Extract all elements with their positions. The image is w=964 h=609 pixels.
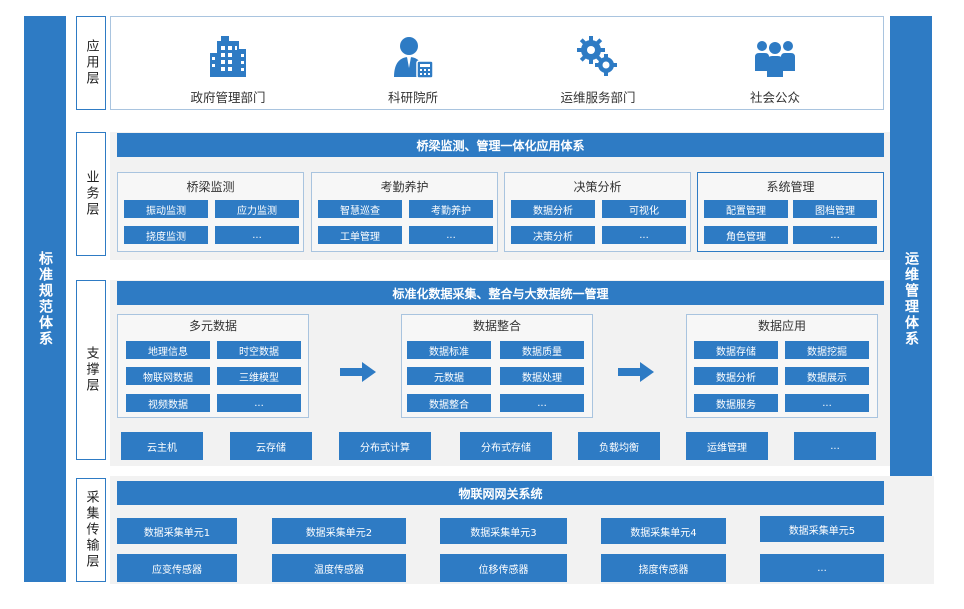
chip-data-processing[interactable]: 数据处理 <box>500 367 584 385</box>
chip-metadata[interactable]: 元数据 <box>407 367 491 385</box>
group-title: 数据应用 <box>757 319 806 333</box>
infra-ops-management[interactable]: 运维管理 <box>686 432 768 460</box>
chip-maintenance[interactable]: 考勤养护 <box>409 200 493 218</box>
group-title: 系统管理 <box>766 180 815 194</box>
chip-more[interactable]: ... <box>793 226 877 244</box>
infra-cloud-host[interactable]: 云主机 <box>121 432 203 460</box>
support-group-integration: 数据整合 数据标准 数据质量 元数据 数据处理 数据整合 ... <box>401 314 593 418</box>
chip-work-order[interactable]: 工单管理 <box>318 226 402 244</box>
app-label-government: 政府管理部门 <box>190 90 266 105</box>
chip-data-integration[interactable]: 数据整合 <box>407 394 491 412</box>
app-label-public: 社会公众 <box>749 90 800 105</box>
app-label-research: 科研院所 <box>387 90 438 105</box>
app-item-operations[interactable]: 运维服务部门 <box>543 35 653 106</box>
support-banner: 标准化数据采集、整合与大数据统一管理 <box>117 281 884 305</box>
collection-unit-5[interactable]: 数据采集单元5 <box>760 516 884 542</box>
infra-cloud-storage[interactable]: 云存储 <box>230 432 312 460</box>
chip-more[interactable]: ... <box>500 394 584 412</box>
business-banner: 桥梁监测、管理一体化应用体系 <box>117 133 884 157</box>
chip-stress[interactable]: 应力监测 <box>215 200 299 218</box>
collection-unit-1[interactable]: 数据采集单元1 <box>117 518 237 544</box>
app-layer-panel: 政府管理部门 科研院所 运维服务部门 <box>110 16 884 110</box>
chip-data-display[interactable]: 数据展示 <box>785 367 869 385</box>
app-item-research[interactable]: 科研院所 <box>358 35 468 106</box>
business-group-decision: 决策分析 数据分析 可视化 决策分析 ... <box>504 172 691 252</box>
app-label-operations: 运维服务部门 <box>560 90 636 105</box>
layer-label-collection: 采集传输层 <box>76 478 106 582</box>
arrow-right-icon <box>618 362 654 382</box>
group-title: 考勤养护 <box>380 180 429 194</box>
sensor-deflection[interactable]: 挠度传感器 <box>601 554 726 582</box>
chip-documents[interactable]: 图档管理 <box>793 200 877 218</box>
business-group-bridge-monitoring: 桥梁监测 振动监测 应力监测 挠度监测 ... <box>117 172 304 252</box>
arrow-right-icon <box>340 362 376 382</box>
chip-vibration[interactable]: 振动监测 <box>124 200 208 218</box>
chip-iot-data[interactable]: 物联网数据 <box>126 367 210 385</box>
layer-label-app: 应用层 <box>76 16 106 110</box>
chip-more[interactable]: ... <box>217 394 301 412</box>
gears-icon <box>577 36 617 76</box>
support-group-multi-data: 多元数据 地理信息 时空数据 物联网数据 三维模型 视频数据 ... <box>117 314 309 418</box>
layer-label-support: 支撑层 <box>76 280 106 460</box>
app-item-public[interactable]: 社会公众 <box>720 35 830 106</box>
app-item-government[interactable]: 政府管理部门 <box>173 35 283 106</box>
sensor-more[interactable]: ... <box>760 554 884 582</box>
chip-data-standard[interactable]: 数据标准 <box>407 341 491 359</box>
collection-unit-4[interactable]: 数据采集单元4 <box>601 518 726 544</box>
business-group-system: 系统管理 配置管理 图档管理 角色管理 ... <box>697 172 884 252</box>
chip-config[interactable]: 配置管理 <box>704 200 788 218</box>
support-group-application: 数据应用 数据存储 数据挖掘 数据分析 数据展示 数据服务 ... <box>686 314 878 418</box>
chip-more[interactable]: ... <box>215 226 299 244</box>
chip-data-service[interactable]: 数据服务 <box>694 394 778 412</box>
chip-data-quality[interactable]: 数据质量 <box>500 341 584 359</box>
infra-more[interactable]: ... <box>794 432 876 460</box>
infra-distributed-compute[interactable]: 分布式计算 <box>339 432 431 460</box>
collection-unit-2[interactable]: 数据采集单元2 <box>272 518 406 544</box>
infra-load-balancing[interactable]: 负载均衡 <box>578 432 660 460</box>
sensor-strain[interactable]: 应变传感器 <box>117 554 237 582</box>
sensor-displacement[interactable]: 位移传感器 <box>440 554 567 582</box>
sensor-temperature[interactable]: 温度传感器 <box>272 554 406 582</box>
chip-decision-analysis[interactable]: 决策分析 <box>511 226 595 244</box>
group-title: 数据整合 <box>472 319 521 333</box>
chip-roles[interactable]: 角色管理 <box>704 226 788 244</box>
building-icon <box>210 36 246 77</box>
chip-data-storage[interactable]: 数据存储 <box>694 341 778 359</box>
chip-more[interactable]: ... <box>602 226 686 244</box>
chip-data-analysis[interactable]: 数据分析 <box>511 200 595 218</box>
layer-label-business: 业务层 <box>76 132 106 256</box>
collection-banner: 物联网网关系统 <box>117 481 884 505</box>
left-sidebar-standards: 标准规范体系 <box>24 16 66 582</box>
people-icon <box>755 41 795 77</box>
chip-data-analysis[interactable]: 数据分析 <box>694 367 778 385</box>
chip-spatiotemporal[interactable]: 时空数据 <box>217 341 301 359</box>
group-title: 决策分析 <box>573 180 622 194</box>
group-title: 多元数据 <box>188 319 237 333</box>
researcher-icon <box>394 37 434 79</box>
chip-more[interactable]: ... <box>785 394 869 412</box>
chip-3d-model[interactable]: 三维模型 <box>217 367 301 385</box>
chip-video-data[interactable]: 视频数据 <box>126 394 210 412</box>
chip-deflection[interactable]: 挠度监测 <box>124 226 208 244</box>
collection-unit-3[interactable]: 数据采集单元3 <box>440 518 567 544</box>
chip-geo-info[interactable]: 地理信息 <box>126 341 210 359</box>
infra-distributed-storage[interactable]: 分布式存储 <box>460 432 552 460</box>
chip-smart-patrol[interactable]: 智慧巡查 <box>318 200 402 218</box>
group-title: 桥梁监测 <box>186 180 235 194</box>
chip-visualization[interactable]: 可视化 <box>602 200 686 218</box>
business-group-maintenance: 考勤养护 智慧巡查 考勤养护 工单管理 ... <box>311 172 498 252</box>
chip-more[interactable]: ... <box>409 226 493 244</box>
chip-data-mining[interactable]: 数据挖掘 <box>785 341 869 359</box>
